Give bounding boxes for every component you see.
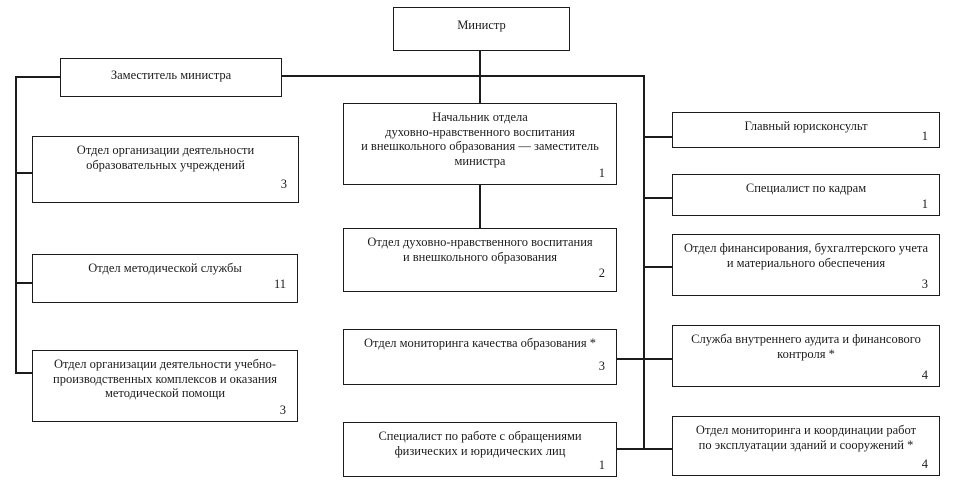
staff-count: 4 [921, 367, 928, 382]
org-box-label: Специалист по работе с обращениями физич… [378, 429, 582, 458]
connector-deputy-right-trunk [281, 75, 645, 77]
staff-count: 1 [598, 457, 605, 472]
connector-monitoring-audit [616, 358, 673, 360]
connector-left-stub-3 [15, 372, 33, 374]
connector-left-trunk [15, 76, 17, 374]
org-box-label: Начальник отдела духовно-нравственного в… [361, 110, 599, 168]
org-box-buildings-maintenance-monitoring-dept: Отдел мониторинга и координации работ по… [672, 416, 940, 476]
staff-count: 4 [921, 456, 928, 471]
org-box-hr-specialist: Специалист по кадрам 1 [672, 174, 940, 216]
connector-left-stub-1 [15, 172, 33, 174]
org-box-finance-accounting-dept: Отдел финансирования, бухгалтерского уче… [672, 234, 940, 296]
org-box-label: Специалист по кадрам [745, 181, 867, 195]
org-box-training-production-complexes-dept: Отдел организации деятельности учебно- п… [32, 350, 298, 422]
org-box-label: Отдел духовно-нравственного воспитания и… [367, 235, 593, 264]
staff-count: 3 [598, 358, 605, 373]
connector-right-stub-3 [644, 266, 673, 268]
org-box-education-quality-monitoring-dept: Отдел мониторинга качества образования *… [343, 329, 617, 385]
staff-count: 3 [280, 176, 287, 191]
org-box-label: Отдел методической службы [88, 261, 242, 275]
staff-count: 2 [598, 265, 605, 280]
org-box-head-of-spiritual-education-dept: Начальник отдела духовно-нравственного в… [343, 103, 617, 185]
connector-deputy-left-trunk [15, 76, 61, 78]
org-box-citizens-appeals-specialist: Специалист по работе с обращениями физич… [343, 422, 617, 477]
org-box-chief-legal-counsel: Главный юрисконсульт 1 [672, 112, 940, 148]
org-box-label: Отдел мониторинга и координации работ по… [695, 423, 917, 452]
org-box-spiritual-education-dept: Отдел духовно-нравственного воспитания и… [343, 228, 617, 292]
org-box-label: Отдел мониторинга качества образования * [364, 336, 596, 350]
org-box-label: Служба внутреннего аудита и финансового … [691, 332, 921, 361]
org-box-deputy-minister: Заместитель министра [60, 58, 282, 97]
connector-right-trunk [643, 75, 645, 450]
staff-count: 3 [921, 276, 928, 291]
org-box-label: Отдел организации деятельности учебно- п… [53, 357, 277, 400]
connector-right-stub-2 [644, 197, 673, 199]
org-box-internal-audit-service: Служба внутреннего аудита и финансового … [672, 325, 940, 387]
staff-count: 1 [921, 196, 928, 211]
org-box-label: Главный юрисконсульт [744, 119, 868, 133]
org-box-label: Отдел организации деятельности образоват… [76, 143, 255, 172]
connector-left-stub-2 [15, 282, 33, 284]
connector-chief-dept [479, 184, 481, 229]
org-box-label: Отдел финансирования, бухгалтерского уче… [683, 241, 929, 270]
staff-count: 11 [273, 276, 286, 291]
org-box-educational-institutions-dept: Отдел организации деятельности образоват… [32, 136, 299, 203]
connector-minister-chief [479, 50, 481, 104]
connector-specialist-maintenance [616, 448, 673, 450]
org-box-minister: Министр [393, 7, 570, 51]
org-box-methodical-service-dept: Отдел методической службы 11 [32, 254, 298, 303]
staff-count: 3 [279, 402, 286, 417]
staff-count: 1 [598, 165, 605, 180]
staff-count: 1 [921, 128, 928, 143]
connector-right-stub-1 [644, 136, 673, 138]
org-box-label: Заместитель министра [110, 68, 232, 82]
org-box-label: Министр [457, 18, 506, 32]
